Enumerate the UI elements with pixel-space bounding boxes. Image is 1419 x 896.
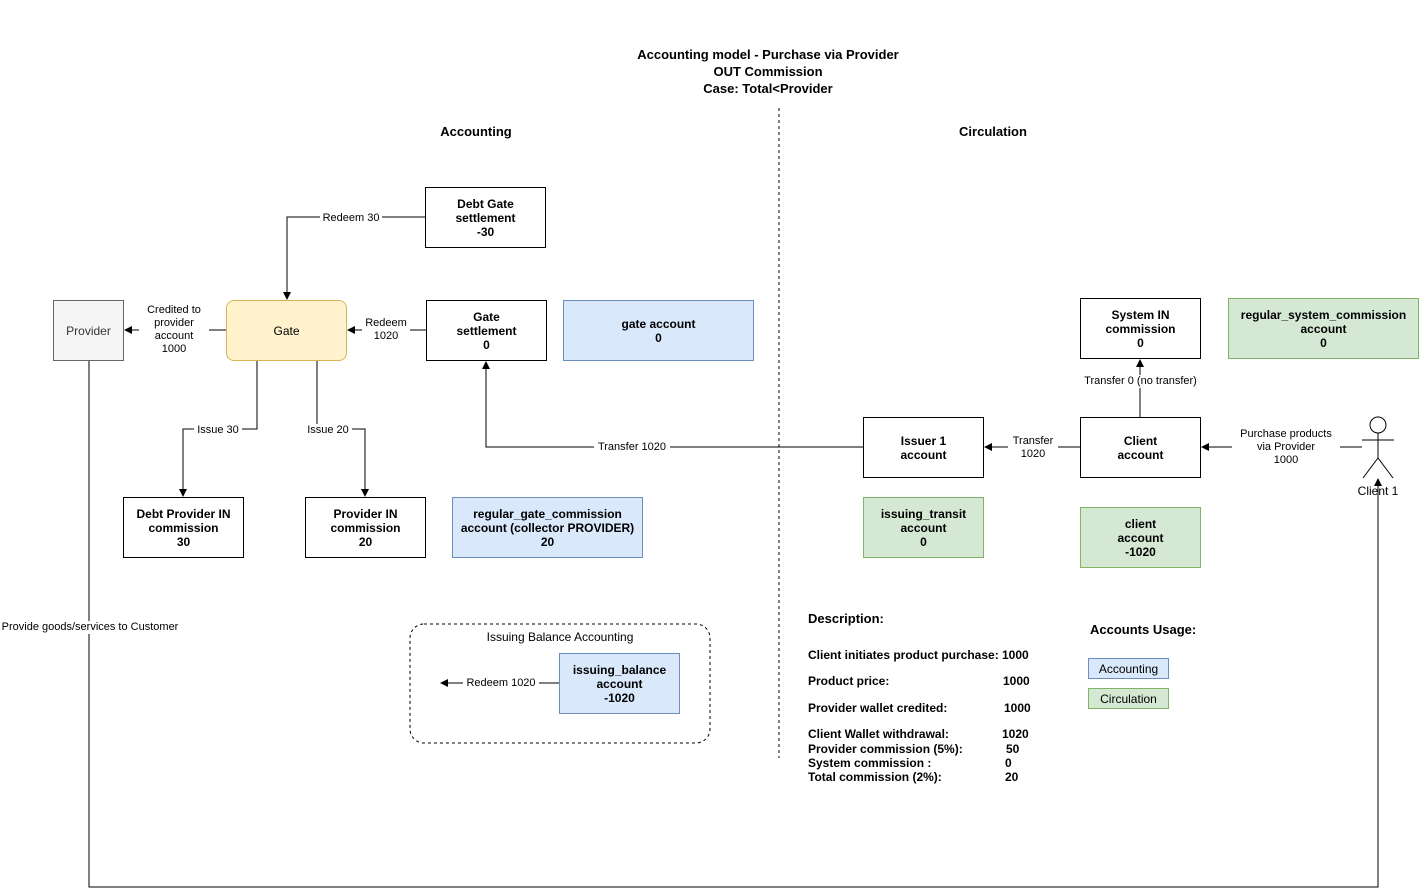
client-account-green-node: client account -1020 [1080, 507, 1201, 568]
edge-redeem-30 [283, 216, 425, 300]
edge-transfer-1020 [482, 361, 863, 448]
label-redeem-30: Redeem 30 [320, 212, 382, 225]
issuing-transit-account-node: issuing_transit account 0 [863, 497, 984, 558]
description-row-label: System commission : [808, 756, 932, 770]
label-transfer-1020: Transfer 1020 [594, 441, 670, 454]
label-transfer-1020-issuer: Transfer 1020 [1008, 435, 1058, 461]
description-row-label: Provider wallet credited: [808, 701, 948, 715]
description-row-value: 1000 [1004, 701, 1031, 715]
description-row-label: Client initiates product purchase: [808, 648, 999, 662]
label-provide-goods: Provide goods/services to Customer [0, 621, 180, 634]
provider-node: Provider [53, 300, 124, 361]
gate-account-node: gate account 0 [563, 300, 754, 361]
section-accounting: Accounting [440, 124, 512, 139]
issuer-1-account-node: Issuer 1 account [863, 417, 984, 478]
description-heading: Description: [808, 611, 884, 626]
description-row-label: Provider commission (5%): [808, 742, 963, 756]
description-row-value: 0 [1005, 756, 1012, 770]
description-row-label: Client Wallet withdrawal: [808, 727, 949, 741]
issuing-balance-group-title: Issuing Balance Accounting [486, 630, 634, 644]
regular-system-commission-account-node: regular_system_commission account 0 [1228, 298, 1419, 359]
issuing-balance-group [409, 623, 711, 744]
label-transfer-0: Transfer 0 (no transfer) [1077, 375, 1204, 388]
client-1-label: Client 1 [1357, 484, 1399, 498]
debt-gate-settlement-node: Debt Gate settlement -30 [425, 187, 546, 248]
issuing-balance-account-node: issuing_balance account -1020 [559, 653, 680, 714]
diagram-title: Accounting model - Purchase via Provider… [637, 47, 899, 96]
description-row-label: Product price: [808, 674, 890, 688]
label-issue-20: Issue 20 [304, 424, 352, 437]
description-row-value: 1020 [1002, 727, 1029, 741]
client-1-actor-icon [1362, 416, 1394, 479]
section-circulation: Circulation [959, 124, 1027, 139]
provider-in-commission-node: Provider IN commission 20 [305, 497, 426, 558]
label-redeem-1020-gate: Redeem 1020 [362, 317, 410, 343]
system-in-commission-node: System IN commission 0 [1080, 298, 1201, 359]
legend-accounting: Accounting [1088, 658, 1169, 679]
description-row-value: 50 [1006, 742, 1020, 756]
regular-gate-commission-account-node: regular_gate_commission account (collect… [452, 497, 643, 558]
label-issue-30: Issue 30 [194, 424, 242, 437]
gate-node: Gate [226, 300, 347, 361]
label-credited-provider: Credited to provider account 1000 [139, 304, 209, 356]
description-row-value: 1000 [1003, 674, 1030, 688]
client-account-node: Client account [1080, 417, 1201, 478]
legend-circulation: Circulation [1088, 688, 1169, 709]
debt-provider-in-commission-node: Debt Provider IN commission 30 [123, 497, 244, 558]
legend-heading: Accounts Usage: [1090, 622, 1197, 637]
label-purchase-products: Purchase products via Provider 1000 [1232, 428, 1340, 467]
gate-settlement-node: Gate settlement 0 [426, 300, 547, 361]
description-row-label: Total commission (2%): [808, 770, 942, 784]
description-row-value: 20 [1005, 770, 1019, 784]
description-row-value: 1000 [1002, 648, 1029, 662]
label-redeem-1020-issuing: Redeem 1020 [463, 677, 539, 690]
